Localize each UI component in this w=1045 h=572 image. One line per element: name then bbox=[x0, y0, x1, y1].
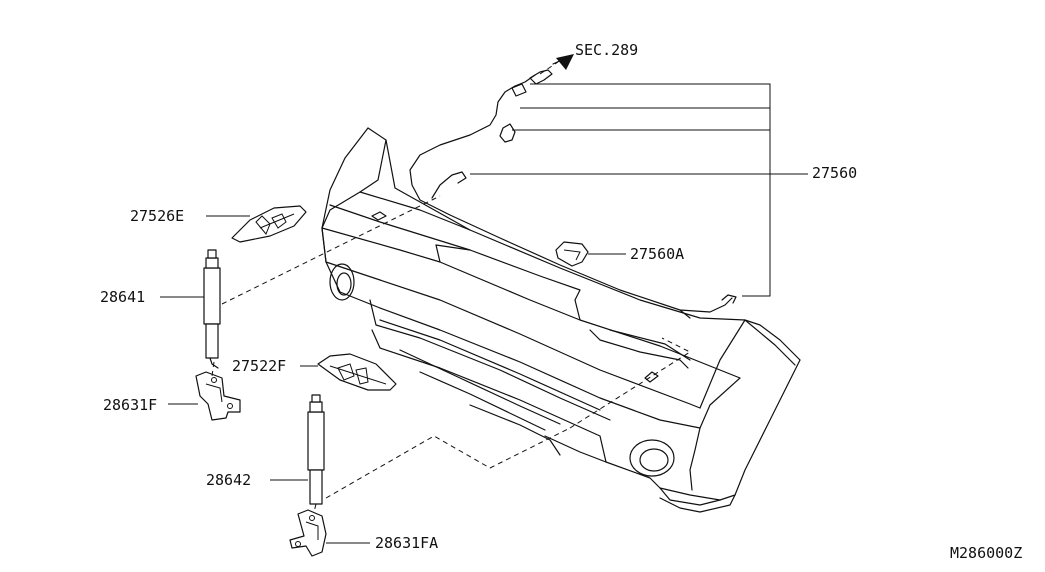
figure-code: M286000Z bbox=[950, 544, 1022, 562]
damper-28641 bbox=[203, 249, 221, 369]
sec-289-arrow-icon bbox=[539, 54, 574, 75]
label-27560A: 27560A bbox=[630, 245, 684, 263]
damper-28642 bbox=[307, 394, 325, 505]
label-sec-289: SEC.289 bbox=[575, 41, 638, 59]
bracket-28631FA bbox=[289, 509, 327, 557]
leader-lines bbox=[160, 83, 808, 544]
label-27526E: 27526E bbox=[130, 207, 184, 225]
harness-27560 bbox=[409, 69, 737, 319]
cover-27522F bbox=[317, 353, 397, 391]
label-27522F: 27522F bbox=[232, 357, 286, 375]
label-27560: 27560 bbox=[812, 164, 857, 182]
label-28631F: 28631F bbox=[103, 396, 157, 414]
label-28641: 28641 bbox=[100, 288, 145, 306]
assembly-dashed-lines bbox=[211, 195, 692, 513]
front-bumper bbox=[321, 127, 801, 513]
cover-27526E bbox=[231, 205, 307, 243]
label-28631FA: 28631FA bbox=[375, 534, 438, 552]
bracket-28631F bbox=[195, 371, 241, 421]
clip-27560A bbox=[555, 241, 589, 267]
label-28642: 28642 bbox=[206, 471, 251, 489]
